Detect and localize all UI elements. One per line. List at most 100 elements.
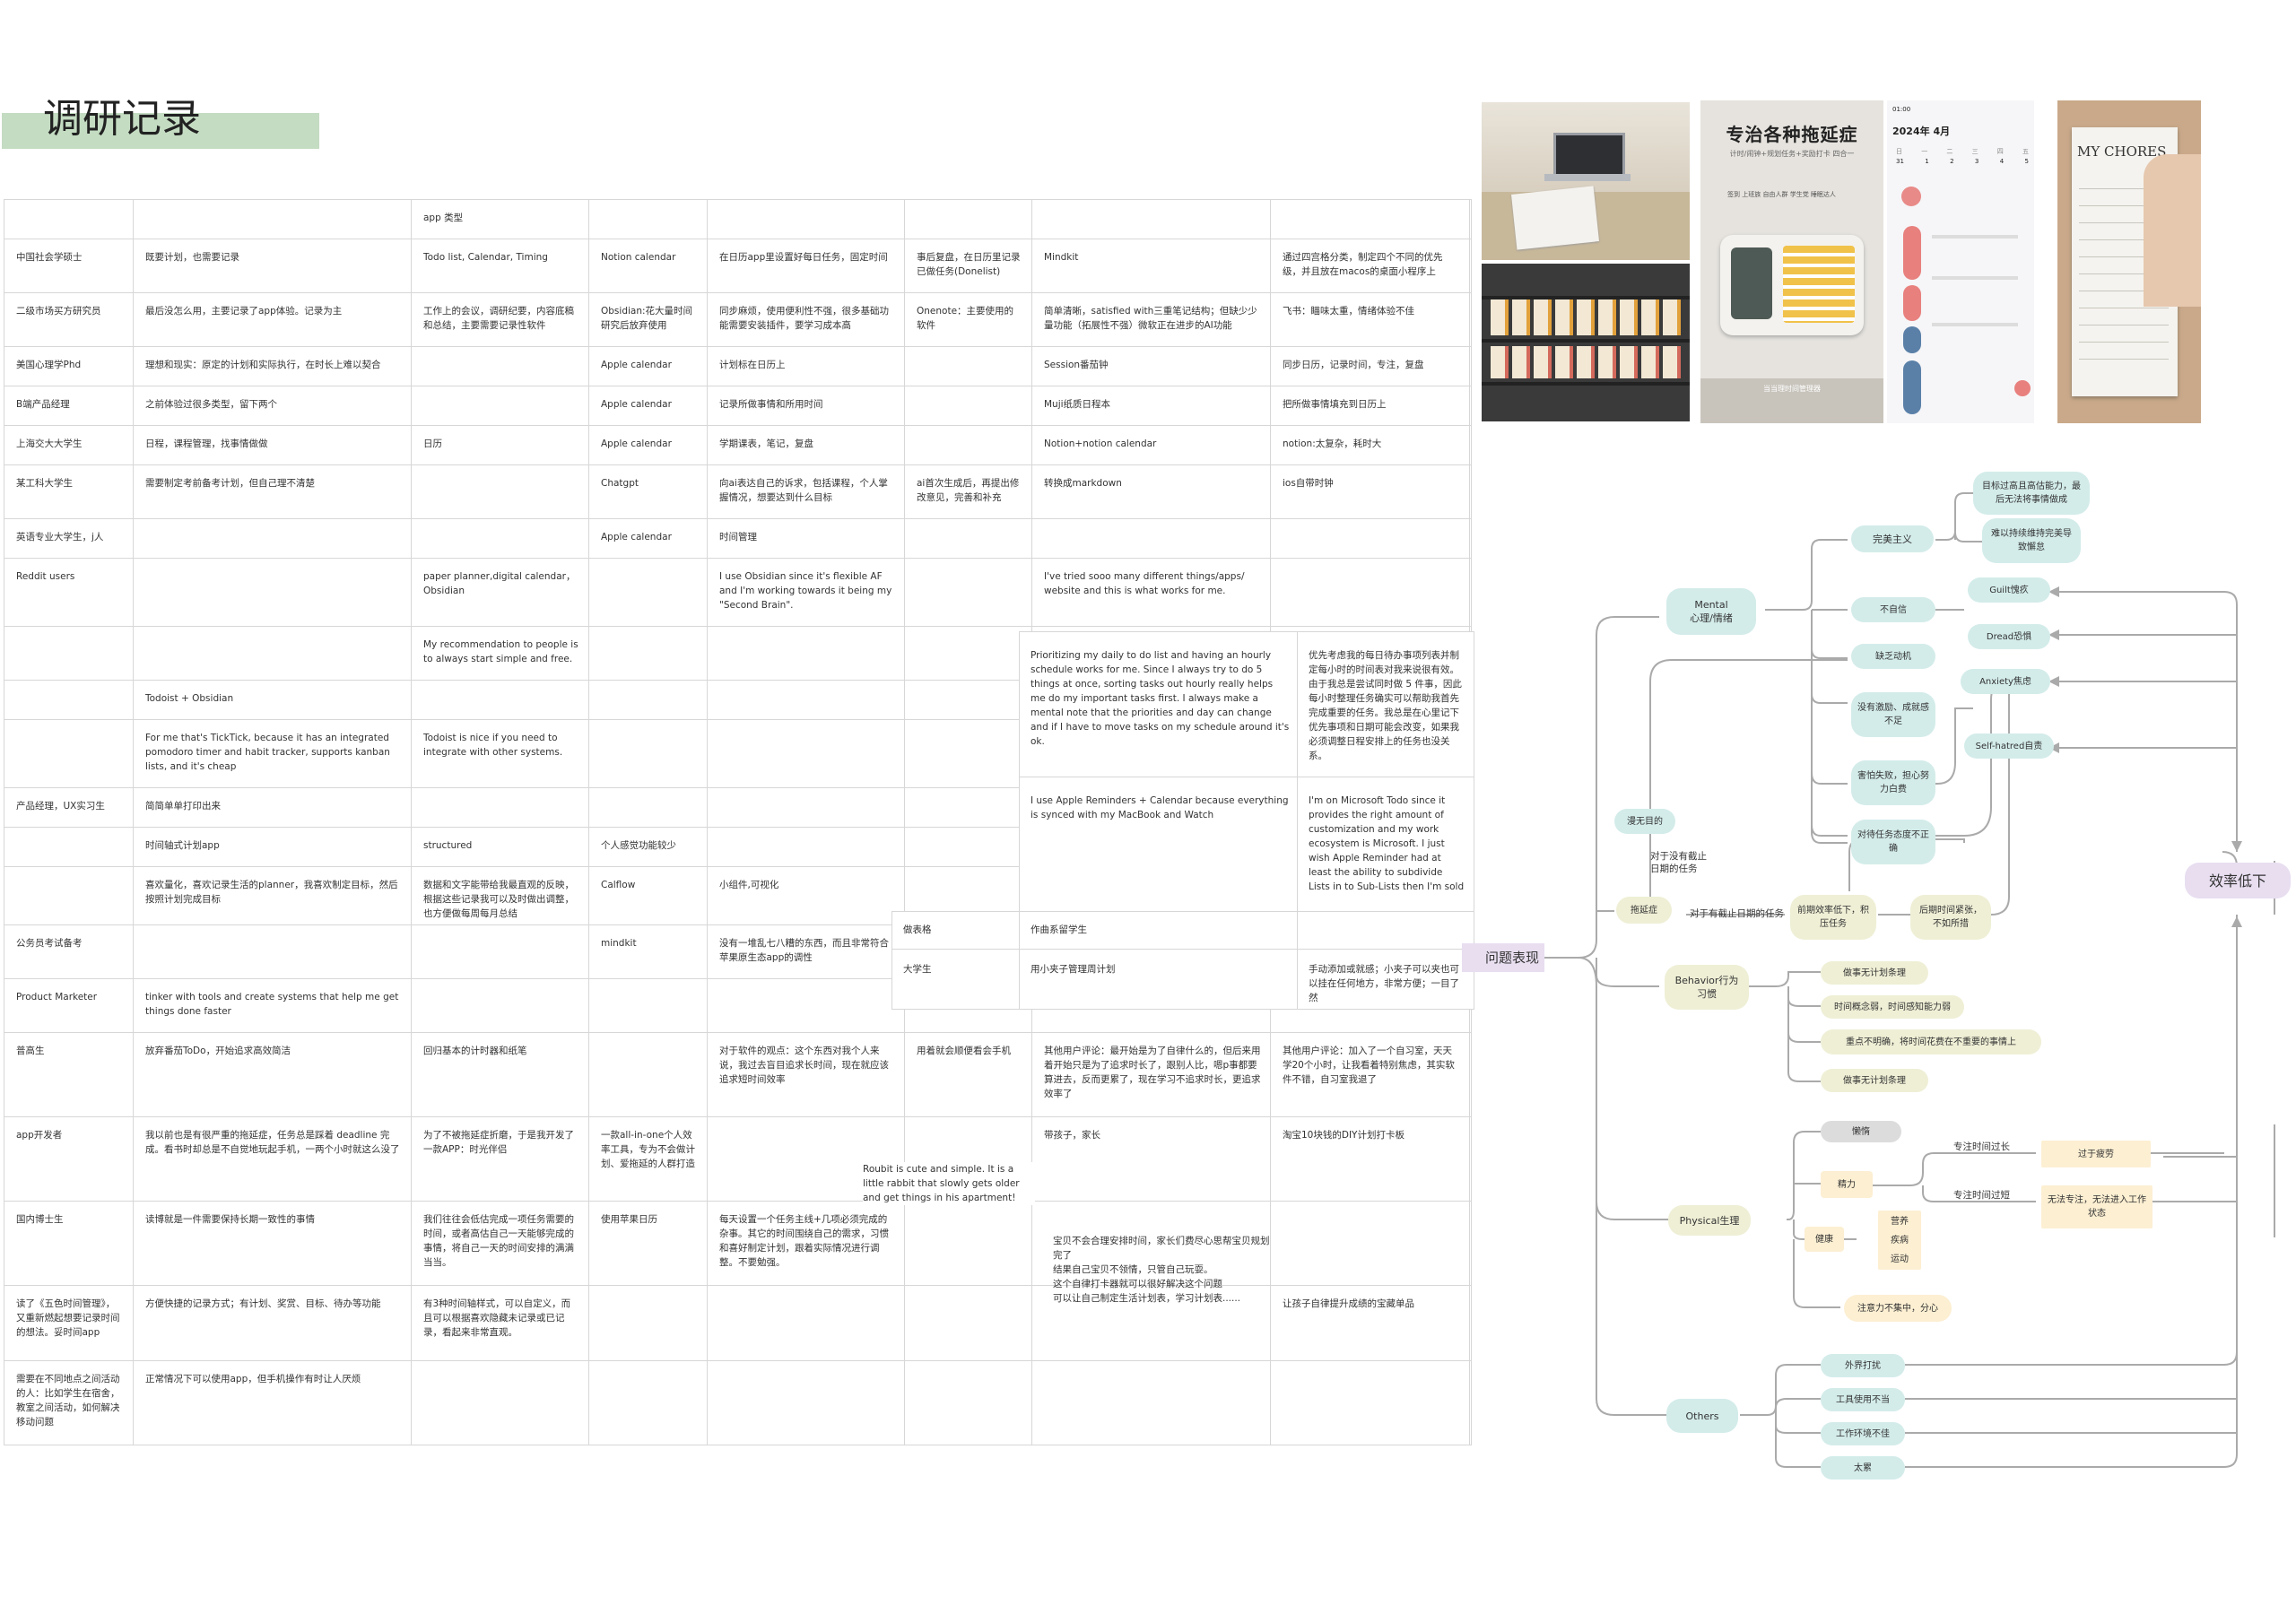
day-number: 1	[1925, 158, 1929, 165]
table-cell: 为了不被拖延症折磨，于是我开发了一款APP：时光伴侣	[411, 1116, 589, 1202]
table-cell: 我们往往会低估完成一项任务需要的时间，或者高估自己一天能够完成的事情，将自己一天…	[411, 1201, 589, 1286]
overlay-prioritizing-text: Prioritizing my daily to do list and hav…	[1031, 650, 1290, 747]
mm-no-confidence: 不自信	[1851, 597, 1935, 622]
table-cell	[904, 1360, 1032, 1445]
page-title: 调研记录	[43, 96, 201, 142]
day-number: 31	[1896, 158, 1904, 165]
poster-label: 自由人群	[1762, 191, 1788, 198]
poster-title: 专治各种拖延症	[1726, 124, 1858, 145]
table-cell: 其他用户评论：加入了一个自习室，天天学20个小时，让我看着特别焦虑，其实软件不错…	[1270, 1032, 1470, 1117]
table-cell	[1031, 1285, 1271, 1361]
table-cell: Todo list, Calendar, Timing	[411, 239, 589, 293]
table-cell	[411, 464, 589, 519]
weekday-label: 四	[1996, 148, 2004, 155]
mm-hard-to-sustain: 难以持续维持完美导致懈怠	[1982, 518, 2081, 563]
table-cell: 美国心理学Phd	[4, 346, 134, 386]
table-cell: 数据和文字能带给我最直观的反映，根据这些记录我可以及时做出调整，也方便做每周每月…	[411, 866, 589, 925]
table-cell: Obsidian:花大量时间研究后放弃使用	[588, 292, 708, 347]
table-cell: 上海交大大学生	[4, 425, 134, 465]
table-row: 需要在不同地点之间活动的人：比如学生在宿舍，教室之间活动，如何解决移动问题正常情…	[4, 1360, 1472, 1445]
table-row: 普高生放弃番茄ToDo，开始追求高效简洁回归基本的计时器和纸笔对于软件的观点：这…	[4, 1032, 1472, 1117]
table-cell	[1031, 1201, 1271, 1286]
poster-label: 签到	[1727, 191, 1740, 198]
table-cell	[707, 680, 905, 720]
table-cell	[411, 518, 589, 559]
table-cell: 有3种时间轴样式，可以自定义，而且可以根据喜欢隐藏未记录或已记录，看起来非常直观…	[411, 1285, 589, 1361]
overlay-sub-row-a: 大学生	[903, 964, 932, 975]
health-item: 运动	[1891, 1254, 1909, 1264]
table-cell	[707, 1360, 905, 1445]
mm-energy: 精力	[1821, 1171, 1873, 1198]
table-cell: B端产品经理	[4, 386, 134, 426]
table-cell: 日程，课程管理，找事情做做	[133, 425, 412, 465]
mm-health-items: 营养 疾病 运动	[1878, 1211, 1921, 1270]
mm-behavior-1: 做事无计划条理	[1821, 961, 1928, 985]
mm-others-4: 太累	[1821, 1456, 1905, 1480]
table-cell	[904, 680, 1032, 720]
mm-cant-focus: 无法专注，无法进入工作状态	[2041, 1185, 2152, 1228]
mm-dread: Dread恐惧	[1968, 624, 2050, 649]
table-cell: 飞书：瞄味太重，情绪体验不佳	[1270, 292, 1470, 347]
table-cell: Product Marketer	[4, 978, 134, 1033]
phone-date: 2024年 4月	[1892, 126, 1951, 137]
table-cell	[588, 978, 708, 1033]
table-cell: I use Obsidian since it's flexible AF an…	[707, 558, 905, 627]
chores-title: MY CHORES	[2077, 143, 2167, 160]
table-cell	[1031, 518, 1271, 559]
overlay-prioritizing-cn-text: 优先考虑我的每日待办事项列表并制定每小时的时间表对我来说很有效。由于我总是尝试同…	[1309, 650, 1462, 761]
weekday-label: 日	[1896, 148, 1902, 155]
table-cell	[411, 346, 589, 386]
overlay-card-ms-todo: I'm on Microsoft Todo since it provides …	[1297, 777, 1474, 913]
table-cell: Apple calendar	[588, 425, 708, 465]
table-cell: Apple calendar	[588, 518, 708, 559]
table-cell: For me that's TickTick, because it has a…	[133, 719, 412, 788]
mm-early-low-efficiency: 前期效率低下，积压任务	[1790, 895, 1876, 940]
table-cell: 简单清晰，satisfied with三重笔记结构；但缺少少量功能（拓展性不强）…	[1031, 292, 1271, 347]
mm-branch-physical: Physical生理	[1668, 1205, 1751, 1236]
overlay-sub-cell-6: 手动添加或就感；小夹子可以夹也可以挂在任何地方，非常方便；一目了然	[1297, 949, 1474, 1010]
table-cell: 喜欢量化，喜欢记录生活的planner，我喜欢制定目标，然后按照计划完成目标	[133, 866, 412, 925]
table-cell: 让孩子自律提升成绩的宝藏单品	[1270, 1285, 1470, 1361]
table-cell	[1031, 1360, 1271, 1445]
table-cell: 国内博士生	[4, 1201, 134, 1286]
overlay-sub-cell-2: 作曲系留学生	[1019, 911, 1299, 950]
mm-self-hatred: Self-hatred自责	[1964, 733, 2054, 759]
mm-guilt: Guilt愧疚	[1968, 577, 2050, 603]
table-cell	[904, 1285, 1032, 1361]
table-cell	[411, 680, 589, 720]
table-cell	[411, 924, 589, 979]
title-highlight	[2, 113, 319, 149]
mm-wrong-attitude: 对待任务态度不正确	[1851, 820, 1935, 864]
table-cell	[133, 924, 412, 979]
table-cell: 正常情况下可以使用app，但手机操作有时让人厌烦	[133, 1360, 412, 1445]
overlay-sub-header-a: 做表格	[903, 924, 932, 935]
mm-lazy: 懒惰	[1821, 1121, 1901, 1142]
table-cell: mindkit	[588, 924, 708, 979]
overlay-sub-row-b: 用小夹子管理周计划	[1031, 964, 1116, 975]
poster-subtitle: 计时/闹钟+规划任务+奖励打卡 四合一	[1729, 150, 1855, 158]
table-cell: ai首次生成后，再提出修改意见，完善和补充	[904, 464, 1032, 519]
mm-root-problem: 问题表现	[1462, 943, 1544, 972]
table-cell	[4, 866, 134, 925]
mm-label-focus-short: 专注时间过短	[1953, 1190, 2010, 1201]
mm-result-low-efficiency: 效率低下	[2185, 863, 2291, 898]
table-cell	[1469, 1360, 1472, 1445]
mm-label-focus-long: 专注时间过长	[1953, 1141, 2010, 1152]
mm-branch-others: Others	[1666, 1399, 1738, 1433]
table-cell: Todoist is nice if you need to integrate…	[411, 719, 589, 788]
table-cell: 回归基本的计时器和纸笔	[411, 1032, 589, 1117]
table-cell: 使用苹果日历	[588, 1201, 708, 1286]
overlay-roubit-text: Roubit is cute and simple. It is a littl…	[863, 1162, 1035, 1205]
mm-fear-failure: 害怕失败，担心努力白费	[1851, 760, 1935, 805]
table-cell: 淘宝10块钱的DIY计划打卡板	[1270, 1116, 1470, 1202]
mm-branch-behavior: Behavior行为 习惯	[1665, 965, 1749, 1010]
table-cell	[4, 626, 134, 681]
table-row: 二级市场买方研究员最后没怎么用，主要记录了app体验。记录为主工作上的会议，调研…	[4, 292, 1472, 347]
overlay-sub-header-b: 作曲系留学生	[1031, 924, 1087, 935]
table-cell	[1270, 1201, 1470, 1286]
